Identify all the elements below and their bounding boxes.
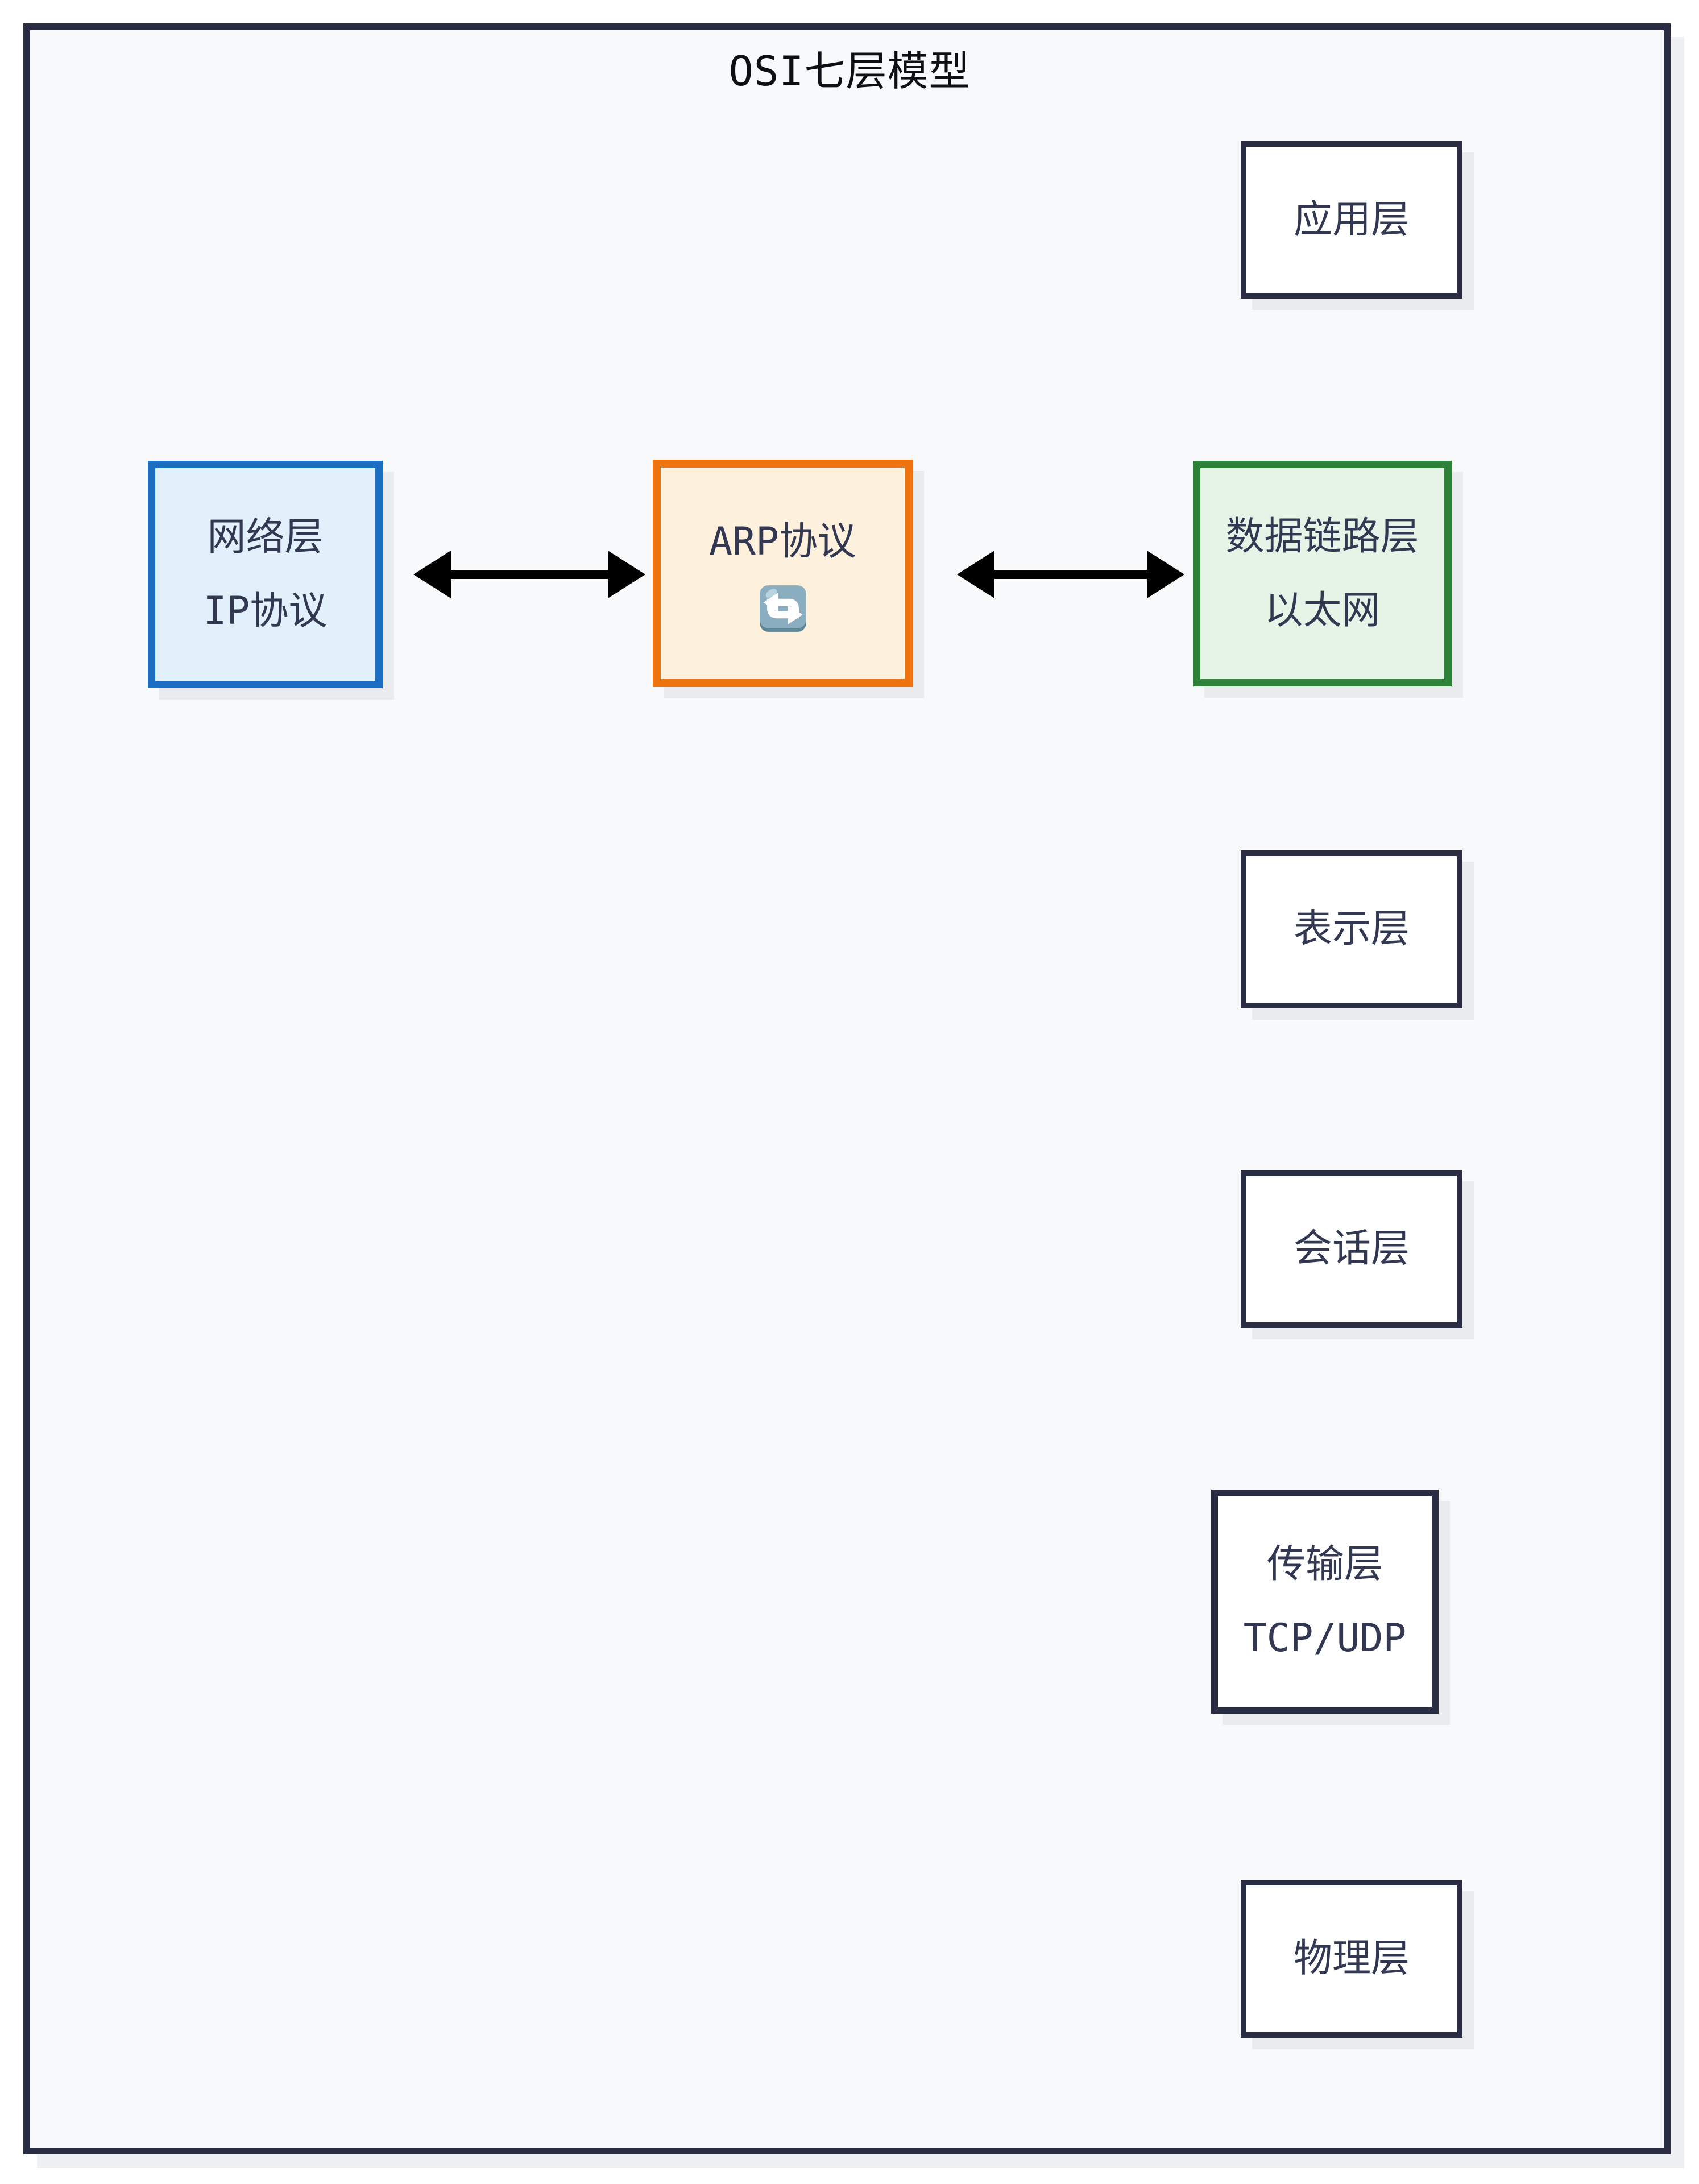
bidirectional-arrow-arp-datalink xyxy=(957,551,1184,598)
node-label: 表示层 xyxy=(1293,907,1410,952)
bidirectional-arrow-network-arp xyxy=(413,551,645,598)
node-session-layer: 会话层 xyxy=(1241,1170,1462,1328)
cycle-arrows-icon xyxy=(759,585,806,632)
node-label-line2: TCP/UDP xyxy=(1243,1616,1407,1661)
node-label-line2: IP协议 xyxy=(203,589,328,634)
node-application-layer: 应用层 xyxy=(1241,141,1462,299)
node-label-line1: 数据链路层 xyxy=(1225,514,1419,559)
node-label: 会话层 xyxy=(1293,1226,1410,1271)
diagram-title: OSI七层模型 xyxy=(728,47,971,95)
diagram-frame xyxy=(23,23,1671,2154)
node-label-line1: 传输层 xyxy=(1266,1542,1383,1587)
node-transport-layer: 传输层 TCP/UDP xyxy=(1211,1490,1439,1714)
node-label: ARP协议 xyxy=(709,519,856,564)
node-label: 物理层 xyxy=(1293,1936,1410,1981)
node-label-line2: 以太网 xyxy=(1264,588,1381,633)
node-presentation-layer: 表示层 xyxy=(1241,850,1462,1008)
node-datalink-layer: 数据链路层 以太网 xyxy=(1193,461,1452,686)
node-network-layer: 网络层 IP协议 xyxy=(148,461,383,688)
node-label-line1: 网络层 xyxy=(207,515,324,560)
node-physical-layer: 物理层 xyxy=(1241,1880,1462,2038)
node-label: 应用层 xyxy=(1293,197,1410,242)
node-arp-protocol: ARP协议 xyxy=(653,460,913,687)
